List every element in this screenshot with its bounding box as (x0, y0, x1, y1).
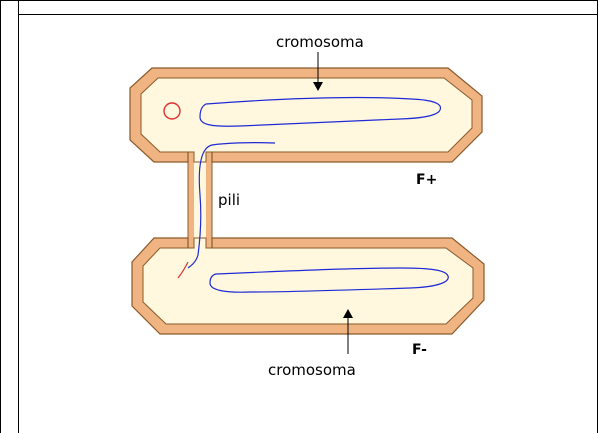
donor-cell-label: F+ (416, 172, 437, 188)
chromosome-top-label: cromosoma (276, 33, 364, 51)
donor-cell (130, 68, 482, 162)
recipient-cell-label: F- (412, 342, 427, 358)
chromosome-bottom-label: cromosoma (268, 361, 356, 379)
pilus-label: pili (218, 191, 240, 209)
